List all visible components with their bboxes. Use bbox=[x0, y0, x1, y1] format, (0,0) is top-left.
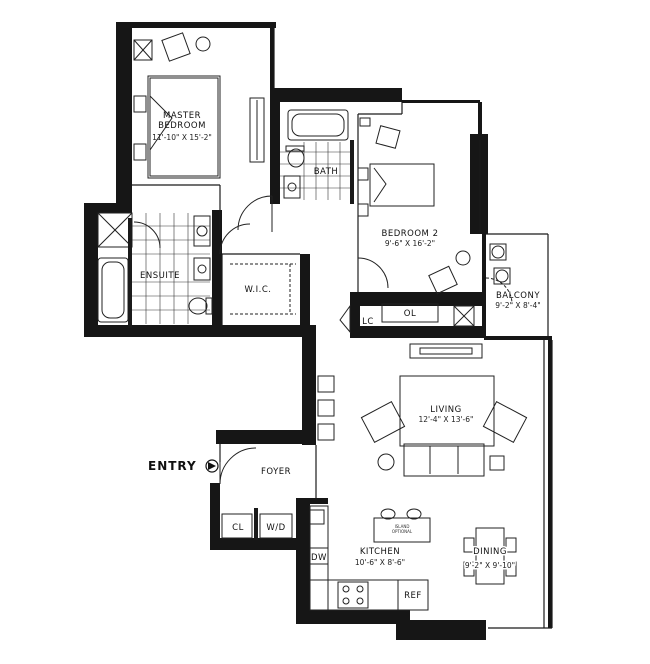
bedroom-2-label: BEDROOM 2 bbox=[382, 229, 439, 239]
living-dims: 12'-4" X 13'-6" bbox=[419, 415, 474, 424]
bedroom-2: BEDROOM 2 9'-6" X 16'-2" bbox=[357, 117, 471, 295]
balcony: BALCONY 9'-2" X 8'-4" bbox=[489, 243, 541, 310]
bath: BATH bbox=[280, 109, 354, 204]
sink-icon bbox=[283, 175, 301, 199]
fireplace-icon bbox=[409, 343, 483, 359]
bed-icon bbox=[357, 163, 435, 217]
wic-label: W.I.C. bbox=[245, 285, 272, 295]
plant-icon bbox=[377, 453, 505, 471]
kitchen: DW REF ISLAND OPTIONAL KITCHEN 10'-6" X … bbox=[309, 505, 431, 611]
master-bedroom-dims: 11'-10" X 15'-2" bbox=[152, 133, 212, 142]
cl-label: CL bbox=[232, 523, 244, 533]
chair-icon bbox=[360, 400, 528, 444]
bath-label: BATH bbox=[314, 167, 339, 177]
island-label-2: OPTIONAL bbox=[392, 529, 413, 534]
master-bedroom-label-1: MASTER bbox=[163, 111, 201, 121]
ensuite-floor-grid bbox=[132, 213, 210, 324]
chair-icon bbox=[489, 243, 511, 285]
island-label-1: ISLAND bbox=[395, 524, 410, 529]
kitchen-label: KITCHEN bbox=[360, 547, 400, 557]
laundry: CL W/D bbox=[221, 508, 293, 540]
living-label: LIVING bbox=[430, 405, 462, 415]
stove-icon bbox=[337, 581, 369, 609]
ref-label: REF bbox=[404, 591, 422, 601]
toilet-icon bbox=[285, 145, 305, 168]
dining-label: DINING bbox=[473, 547, 507, 557]
master-bedroom: MASTER BEDROOM 11'-10" X 15'-2" bbox=[133, 32, 265, 179]
plant-icon bbox=[455, 250, 471, 266]
ensuite: ENSUITE bbox=[97, 212, 213, 328]
ol-label: OL bbox=[404, 309, 416, 319]
door-swing-icon bbox=[133, 195, 513, 485]
mechanical-icon bbox=[453, 305, 475, 327]
wd-label: W/D bbox=[266, 523, 285, 533]
chair-icon bbox=[463, 537, 517, 577]
bath-floor-grid bbox=[280, 142, 352, 200]
bar-stool-icon bbox=[317, 375, 335, 441]
dw-label: DW bbox=[311, 553, 327, 563]
ensuite-label: ENSUITE bbox=[140, 271, 180, 281]
balcony-label: BALCONY bbox=[496, 291, 540, 301]
kitchen-dims: 10'-6" X 8'-6" bbox=[355, 558, 405, 567]
walls bbox=[84, 22, 552, 640]
ol-closet: OL bbox=[381, 303, 475, 327]
chair-icon bbox=[375, 125, 401, 149]
bedroom-2-dims: 9'-6" X 16'-2" bbox=[385, 239, 435, 248]
walk-in-closet: W.I.C. bbox=[230, 263, 296, 315]
chair-icon bbox=[161, 32, 191, 62]
chair-icon bbox=[428, 265, 458, 295]
bathtub-icon bbox=[287, 109, 349, 141]
bathtub-icon bbox=[97, 257, 129, 323]
plant-icon bbox=[195, 36, 211, 52]
entry-label: ENTRY bbox=[148, 459, 197, 473]
lc-label: LC bbox=[362, 317, 374, 327]
dining: DINING 9'-2" X 9'-10" bbox=[463, 527, 517, 585]
bar-stool-icon bbox=[380, 508, 422, 520]
foyer-label: FOYER bbox=[261, 467, 291, 477]
balcony-dims: 9'-2" X 8'-4" bbox=[495, 301, 540, 310]
living: LIVING 12'-4" X 13'-6" bbox=[317, 343, 528, 477]
master-bedroom-label-2: BEDROOM bbox=[158, 121, 206, 131]
entry-arrow-icon bbox=[205, 459, 219, 473]
sofa-icon bbox=[403, 443, 485, 477]
sink-icon bbox=[193, 215, 211, 281]
partition-lines bbox=[132, 28, 553, 629]
entry: ENTRY FOYER bbox=[148, 459, 291, 477]
lc-closet: LC bbox=[339, 304, 374, 334]
toilet-icon bbox=[188, 297, 213, 315]
dining-dims: 9'-2" X 9'-10" bbox=[465, 561, 515, 570]
bed-icon bbox=[133, 75, 221, 179]
shower-icon bbox=[97, 212, 133, 248]
